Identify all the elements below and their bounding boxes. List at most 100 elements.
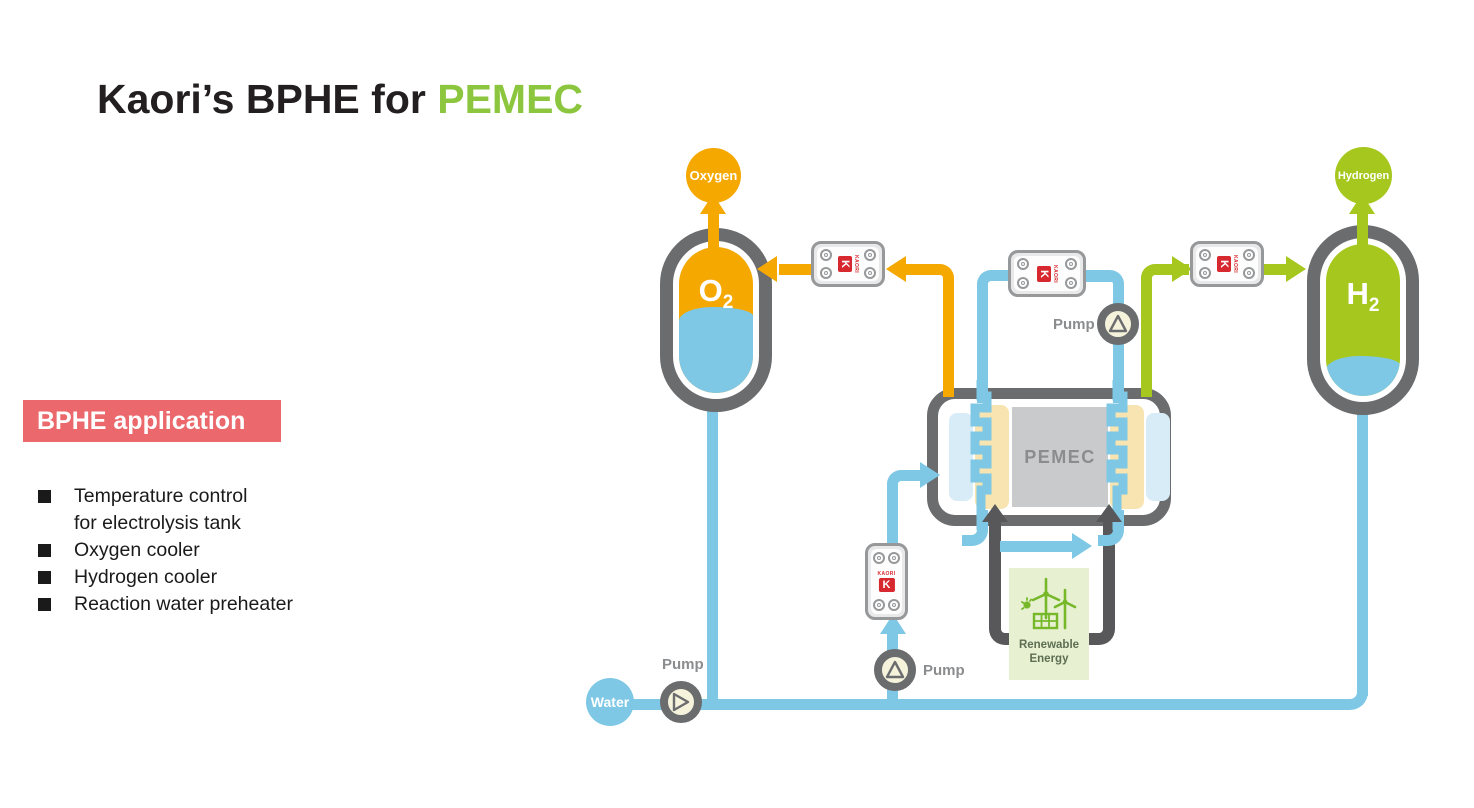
serpentine-channel-right-icon: [1106, 380, 1128, 530]
renewable-energy-label: Renewable: [1018, 639, 1080, 651]
bolt-icon: [1017, 277, 1029, 289]
kaori-logo-text: KAORI: [1232, 254, 1238, 274]
pipe-oxygen-elbow: [906, 264, 954, 310]
bolt-icon: [820, 267, 832, 279]
bolt-icon: [1243, 249, 1255, 261]
bphe-oxygen-cooler: KAORI K: [811, 241, 885, 287]
arrow-power-left-electrode: [982, 504, 1008, 522]
water-source: Water: [586, 678, 634, 726]
page-title: Kaori’s BPHE for PEMEC: [97, 76, 583, 123]
bolt-icon: [1199, 267, 1211, 279]
kaori-logo: KAORI K: [1217, 254, 1238, 274]
coolant-pump: [1097, 303, 1139, 345]
pipe-water-to-h2-tank: [1357, 404, 1368, 696]
pump-impeller-icon: [1108, 314, 1128, 333]
kaori-logo: KAORI K: [877, 570, 896, 592]
bullet-text: Reaction water preheater: [74, 593, 293, 615]
bolt-icon: [1065, 277, 1077, 289]
pipe-cooler-to-h2-tank: [1262, 264, 1290, 275]
bolt-icon: [864, 249, 876, 261]
bphe-hydrogen-cooler: KAORI K: [1190, 241, 1264, 287]
water-source-label: Water: [590, 694, 630, 710]
kaori-logo: KAORI K: [1037, 264, 1058, 283]
h2-tank-label: H2: [1346, 276, 1380, 317]
pipe-preheater-to-stack-elbow: [887, 470, 925, 520]
bullet-text: Temperature control: [74, 485, 248, 507]
bphe-application-heading: BPHE application: [23, 400, 281, 442]
bullet-square-icon: [38, 544, 51, 557]
bullet-text: Oxygen cooler: [74, 539, 200, 561]
bullet-square-icon: [38, 490, 51, 503]
bolt-icon: [873, 552, 885, 564]
arrow-hydrogen-into-tank: [1286, 256, 1306, 282]
bolt-icon: [1065, 258, 1077, 270]
hydrogen-outlet-label: Hydrogen: [1337, 169, 1390, 182]
o2-tank-label: O2: [698, 273, 734, 314]
stack-end-panel-left: [949, 413, 973, 501]
renewable-energy-box: Renewable Energy: [1009, 568, 1089, 680]
pipe-water-corner: [1340, 688, 1368, 710]
bphe-water-preheater: KAORI K: [865, 543, 908, 620]
h2-tank: H2: [1307, 225, 1419, 415]
serpentine-channel-left-icon: [970, 380, 992, 530]
arrow-water-under-stack: [1072, 533, 1092, 559]
bphe-application-list: Temperature control for electrolysis tank…: [38, 483, 293, 618]
bolt-icon: [1243, 267, 1255, 279]
page-title-prefix: Kaori’s BPHE for: [97, 76, 438, 122]
pipe-water-main: [615, 699, 1348, 710]
bullet-square-icon: [38, 598, 51, 611]
bullet-text: for electrolysis tank: [74, 512, 241, 534]
kaori-logo-mark: K: [1217, 256, 1231, 272]
bullet-text: Hydrogen cooler: [74, 566, 218, 588]
list-item: Oxygen cooler: [38, 537, 293, 564]
pump-impeller-icon: [672, 692, 690, 712]
pipe-water-to-o2-tank: [707, 398, 718, 704]
list-item: Reaction water preheater: [38, 591, 293, 618]
bullet-square-icon: [38, 571, 51, 584]
pipe-oxygen-from-stack: [943, 305, 954, 397]
pump-label: Pump: [1053, 316, 1095, 333]
oxygen-outlet-label: Oxygen: [689, 168, 738, 183]
hydrogen-outlet: Hydrogen: [1335, 147, 1392, 204]
h2-tank-water-level: [1326, 356, 1400, 396]
bolt-icon: [820, 249, 832, 261]
pump-label: Pump: [662, 656, 704, 673]
pipe-cooling-left-elbow: [977, 270, 1025, 322]
pipe-hydrogen-elbow: [1141, 264, 1189, 310]
oxygen-outlet: Oxygen: [686, 148, 741, 203]
arrow-oxygen-into-tank: [757, 256, 777, 282]
stack-label: PEMEC: [1024, 446, 1096, 467]
pipe-h2-tank-outlet: [1357, 212, 1368, 250]
kaori-logo-text: KAORI: [877, 570, 896, 577]
kaori-logo-text: KAORI: [853, 254, 859, 274]
pipe-under-stack: [1000, 541, 1075, 552]
stack-end-panel-right: [1146, 413, 1170, 501]
list-item: Temperature control for electrolysis tank: [38, 483, 293, 537]
pipe-cooling-right-down: [1113, 318, 1124, 403]
pump-label: Pump: [923, 662, 965, 679]
pemec-stack: PEMEC: [927, 388, 1171, 526]
arrow-oxygen-into-cooler: [886, 256, 906, 282]
kaori-logo-mark: K: [878, 577, 895, 592]
kaori-logo-mark: K: [838, 256, 852, 272]
kaori-logo-mark: K: [1037, 265, 1051, 282]
o2-tank: O2: [660, 228, 772, 412]
bolt-icon: [1199, 249, 1211, 261]
bolt-icon: [888, 552, 900, 564]
o2-tank-water-level: [679, 306, 753, 393]
pipe-cooler-to-o2-tank: [779, 264, 813, 275]
bolt-icon: [864, 267, 876, 279]
pump-impeller-icon: [885, 660, 905, 679]
pipe-o2-tank-outlet: [708, 212, 719, 250]
renewable-energy-label: Energy: [1029, 653, 1069, 665]
page-title-highlight: PEMEC: [437, 76, 584, 122]
feed-pump: [660, 681, 702, 723]
list-item: Hydrogen cooler: [38, 564, 293, 591]
stack-core: PEMEC: [1012, 407, 1108, 507]
pipe-cooling-right-elbow: [1079, 270, 1124, 322]
arrow-power-right-electrode: [1096, 504, 1122, 522]
arrow-hydrogen-into-cooler: [1172, 256, 1192, 282]
arrow-preheated-water-into-stack: [920, 462, 940, 488]
pipe-hydrogen-from-stack: [1141, 305, 1152, 397]
